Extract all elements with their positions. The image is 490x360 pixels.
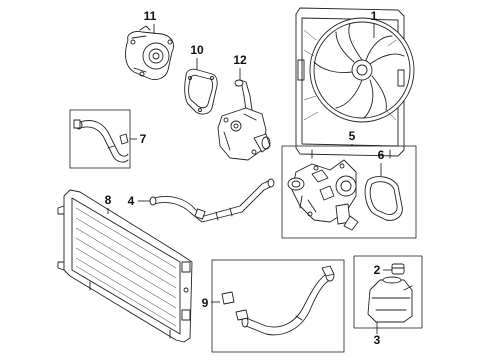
callout-4: 4 — [128, 194, 135, 208]
callout-10: 10 — [190, 43, 204, 57]
water-pump-gasket-drawing — [184, 68, 218, 115]
water-outlet-drawing — [217, 79, 271, 161]
callout-7: 7 — [140, 132, 147, 146]
lower-hose-box — [211, 259, 345, 353]
callout-2: 2 — [374, 263, 381, 277]
callout-9: 9 — [202, 296, 209, 310]
coolant-reservoir-drawing — [367, 276, 413, 323]
thermostat-housing-drawing — [287, 159, 359, 231]
callout-12: 12 — [233, 53, 247, 67]
reservoir-box — [353, 255, 423, 329]
callout-3: 3 — [374, 333, 381, 347]
callout-5: 5 — [349, 129, 356, 143]
thermostat-housing-box — [281, 145, 417, 239]
upper-hose-drawing — [73, 119, 129, 163]
callout-8: 8 — [105, 193, 112, 207]
lower-hose-drawing — [221, 265, 335, 336]
coolant-pipe-drawing — [149, 178, 275, 223]
fan-assembly-drawing — [295, 7, 415, 159]
reservoir-cap-drawing — [391, 263, 405, 275]
callout-1: 1 — [371, 9, 378, 23]
callout-6: 6 — [378, 148, 385, 162]
water-pump-drawing — [125, 25, 174, 81]
radiator-drawing — [57, 189, 193, 343]
callout-11: 11 — [144, 9, 157, 23]
thermostat-gasket-drawing — [364, 176, 403, 221]
